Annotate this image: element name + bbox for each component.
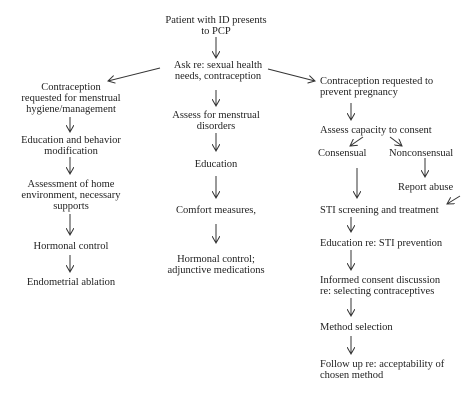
node-start: Patient with ID presents to PCP	[165, 15, 267, 37]
arrow-ask-to-right	[267, 68, 315, 81]
node-right-follow-up: Follow up re: acceptability of chosen me…	[320, 359, 445, 381]
arrow-right-2-nonconsensual	[389, 136, 402, 146]
node-right-assess-capacity: Assess capacity to consent	[320, 125, 432, 136]
node-right-method-selection: Method selection	[320, 322, 393, 333]
node-right-sti-screening: STI screening and treatment	[320, 205, 439, 216]
node-right-consensual: Consensual	[318, 148, 367, 159]
node-left-education-behavior: Education and behavior modification	[21, 135, 121, 157]
node-right-prevent-pregnancy: Contraception requested to prevent pregn…	[320, 76, 434, 98]
node-left-hormonal-control: Hormonal control	[33, 241, 109, 252]
arrow-ask-to-left	[108, 67, 161, 81]
arrow-report-to-sti	[447, 195, 461, 204]
node-left-home-assessment: Assessment of home environment, necessar…	[21, 179, 121, 212]
node-mid-education: Education	[194, 159, 238, 170]
node-right-nonconsensual: Nonconsensual	[389, 148, 454, 159]
node-mid-comfort-measures: Comfort measures,	[176, 205, 256, 216]
arrow-right-2-consensual	[350, 136, 364, 146]
node-right-informed-consent: Informed consent discussion re: selectin…	[320, 275, 441, 297]
node-ask: Ask re: sexual health needs, contracepti…	[173, 60, 263, 82]
node-right-report-abuse: Report abuse	[398, 182, 454, 193]
node-right-sti-education: Education re: STI prevention	[320, 238, 443, 249]
node-mid-assess-menstrual: Assess for menstrual disorders	[172, 110, 260, 132]
node-left-menstrual-hygiene: Contraception requested for menstrual hy…	[21, 82, 121, 115]
node-mid-hormonal-adjunctive: Hormonal control; adjunctive medications	[167, 254, 265, 276]
node-left-endometrial-ablation: Endometrial ablation	[26, 277, 116, 288]
